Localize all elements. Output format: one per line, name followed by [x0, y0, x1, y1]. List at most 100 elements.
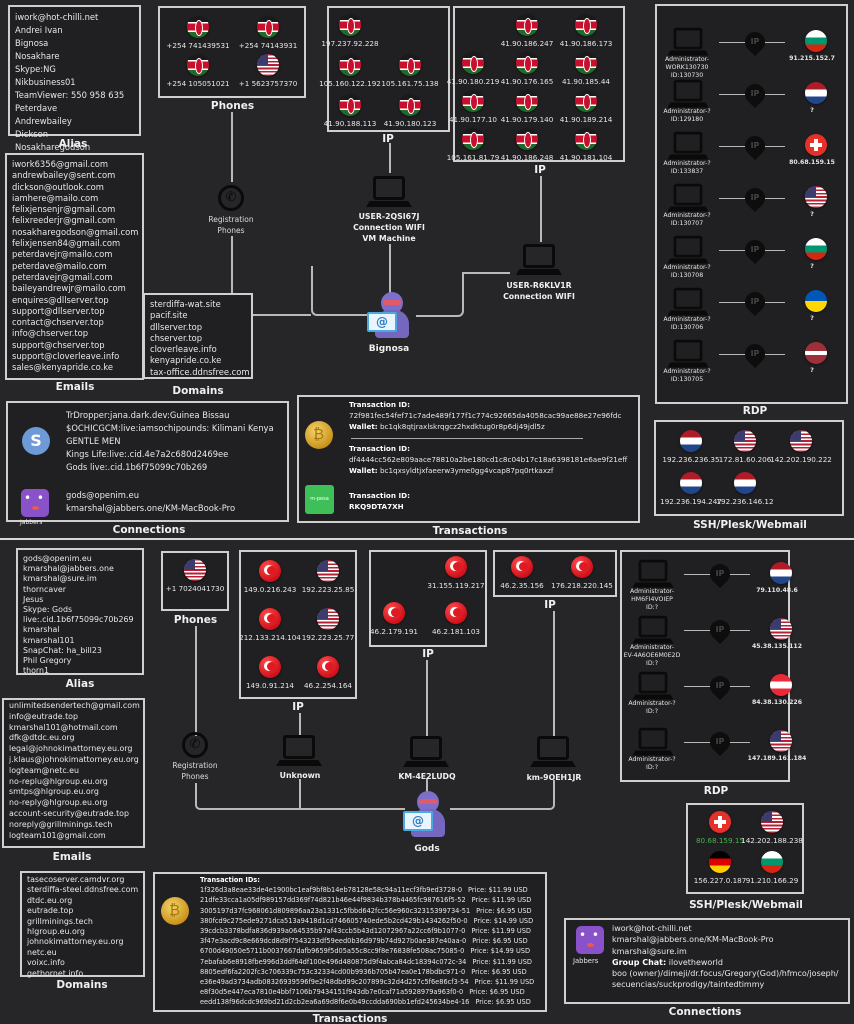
- laptop-icon: [516, 244, 562, 280]
- tx-row: 7ebafab6e8918fbe996d3ddf64df100e496d4808…: [200, 957, 534, 967]
- ip-pin-icon: IP: [740, 131, 770, 161]
- rdp-ip: ?: [810, 315, 814, 322]
- rdp-title: RDP: [742, 405, 768, 417]
- turkey-flag-icon: [445, 602, 467, 624]
- wallet-label: Wallet:: [349, 422, 378, 431]
- tx-id: 3f47e3acd9c8e669dcd8d9f7543233df59eed0b3…: [200, 937, 467, 946]
- ip-entry: 41.90.176.165: [494, 52, 560, 86]
- device-label-km-9oeh1jr: km-9OEH1JR: [526, 773, 582, 782]
- ip-value: 41.90.181.104: [559, 153, 613, 162]
- rdp-host-label: Administrator- EV-4A6OE6M0E2D ID:?: [623, 644, 681, 667]
- tx-row: 6700d49050e5711b0037667dafb9659f5d05a55c…: [200, 946, 534, 956]
- connections-box: Jabbers iwork@hot-chilli.net kmarshal@ja…: [564, 918, 850, 1004]
- ip-value: 156.227.0.187: [693, 876, 747, 885]
- registration-phones-label: Registration Phones: [172, 761, 218, 781]
- actor-name: Bignosa: [368, 344, 410, 354]
- rdp-host-label: Administrator-? ID:130707: [663, 212, 711, 227]
- tx-id: eedd138f96dcdc969bd21d2cb2ea6a69d8f6e0b4…: [200, 998, 470, 1007]
- tx-id: 21dfe33cca1a05df989157dd369f74d821b46e44…: [200, 896, 466, 905]
- device-name: USER-R6KLV1R: [506, 281, 572, 290]
- wire: [299, 779, 301, 810]
- usa-flag-icon: [770, 618, 792, 640]
- laptop-icon: [667, 131, 709, 164]
- tx-label: Transaction ID:: [349, 444, 410, 453]
- hacker-avatar-icon: @: [367, 292, 413, 340]
- tx-id: 8805edf6fa2202fc3c706339c753c32334cd00b9…: [200, 967, 466, 976]
- tx-id: 380fcd9c275ede9271dca513a9418d1cd7466057…: [200, 916, 468, 925]
- laptop-icon: [667, 235, 709, 268]
- rdp-host-label: Administrator- WORK130730 ID:130730: [664, 56, 709, 79]
- ip-value: 41.90.186.173: [559, 39, 613, 48]
- wire: [231, 236, 311, 316]
- ip-entry: 91.210.166.29: [740, 851, 804, 885]
- bitcoin-icon: [161, 897, 189, 925]
- phones-box: +1 7024041730: [161, 551, 229, 611]
- tx-id: RKQ9DTA7XH: [349, 502, 404, 511]
- list-item: Andrewbailey: [15, 116, 72, 126]
- ip-value: 192.236.194.247: [660, 497, 722, 506]
- ip-value: 41.90.180.123: [383, 119, 437, 128]
- device-label-km-4e2ludq: KM-4E2LUDQ: [398, 772, 456, 781]
- list-item: info@eutrade.top: [9, 711, 79, 721]
- kenya-flag-icon: [339, 54, 361, 76]
- wallet-label: Wallet:: [349, 466, 378, 475]
- list-item: Peterdave: [15, 103, 58, 113]
- list-item: legal@johnokimattorney.eu.org: [9, 744, 133, 754]
- bulgaria-flag-icon: [805, 238, 827, 260]
- list-item: TrDropper:jana.dark.dev:Guinea Bissau: [66, 410, 230, 420]
- usa-flag-icon: [770, 730, 792, 752]
- tx-row: 21dfe33cca1a05df989157dd369f74d821b46e44…: [200, 895, 534, 905]
- ip-value: 142.202.190.222: [770, 455, 832, 464]
- list-item: Dickson: [15, 129, 49, 139]
- wire: [464, 272, 510, 274]
- device-type: VM Machine: [362, 234, 416, 243]
- tx-row: 3005197d37fc968061d809896aa23a1331c5fbbd…: [200, 906, 534, 916]
- list-item: pacif.site: [150, 310, 188, 321]
- rdp-ip: ?: [810, 107, 814, 114]
- laptop-icon: [632, 559, 674, 592]
- usa-flag-icon: [257, 54, 279, 76]
- kenya-flag-icon: [516, 14, 538, 36]
- kenya-flag-icon: [462, 128, 484, 150]
- usa-flag-icon: [805, 186, 827, 208]
- ip-entry: 192.223.25.77: [295, 608, 361, 642]
- usa-flag-icon: [734, 430, 756, 452]
- laptop-icon: [403, 736, 449, 772]
- ip-value: +1 5623757370: [238, 79, 298, 88]
- laptop-icon: [632, 671, 674, 704]
- ip-entry: 212.133.214.104: [237, 608, 303, 642]
- kenya-flag-icon: [187, 54, 209, 76]
- netherlands-flag-icon: [680, 430, 702, 452]
- emails-title: Emails: [52, 851, 92, 863]
- tx-price: Price: $6.95 USD: [476, 906, 532, 915]
- ip-value: 149.0.216.243: [243, 585, 297, 594]
- ip-entry: 172.81.60.206: [712, 430, 778, 464]
- list-item: Skype:NG: [15, 64, 56, 74]
- device-connection: Connection WIFI: [503, 292, 575, 301]
- tx-price: Price: $14.99 USD: [473, 916, 534, 925]
- kenya-flag-icon: [516, 128, 538, 150]
- list-item: Gods live:.cid.1b6f75099c70b269: [66, 462, 208, 472]
- btc-tx-1: Transaction ID: 72f981fec54fef71c7ade489…: [349, 399, 621, 432]
- list-item: logteam101@gmail.com: [9, 830, 106, 840]
- ip-value: 41.90.189.214: [559, 115, 613, 124]
- jabber-account: iwork@hot-chilli.net: [612, 924, 692, 933]
- group-members: boo (owner)/dimeji/dr.focus/Gregory(God)…: [612, 969, 839, 979]
- ip-value: 41.90.177.10: [448, 115, 497, 124]
- tx-list: Transaction IDs: 1f326d3a8eae33de4e1900b…: [200, 875, 534, 1008]
- wire: [450, 780, 555, 810]
- ip-entry: 41.90.186.247: [494, 14, 560, 48]
- list-item: j.klaus@johnokimattorney.eu.org: [9, 754, 139, 764]
- rdp-ip: 84.38.130.226: [751, 699, 803, 706]
- list-item: live:.cid.1b6f75099c70b269: [23, 615, 134, 625]
